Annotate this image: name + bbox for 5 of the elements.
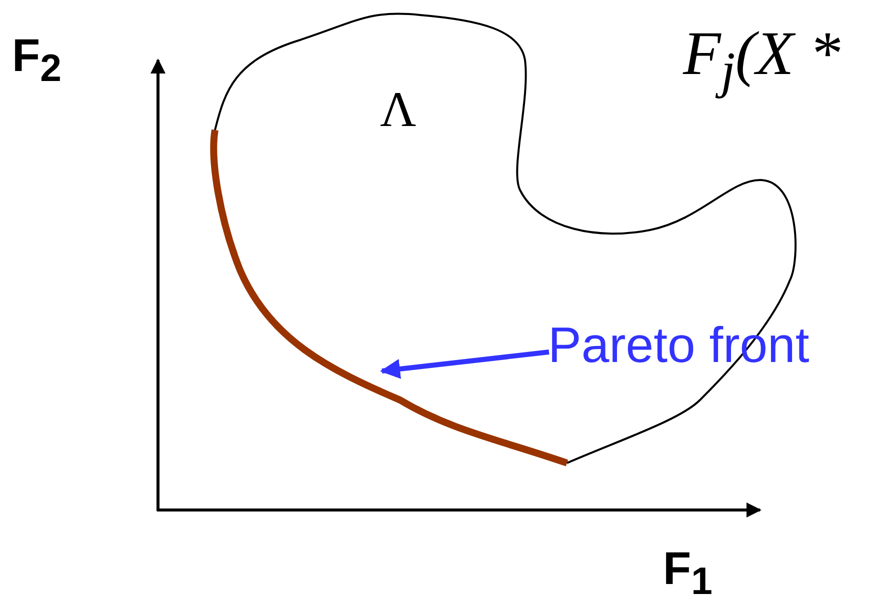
axis-label: F$_{2}$ <box>12 30 62 90</box>
leader-arrow <box>380 350 550 379</box>
region-symbol: Λ <box>380 84 416 134</box>
axis-label: F$_{1}$ <box>663 543 712 604</box>
formula-text: F$_{j}$(X * <box>683 20 840 100</box>
